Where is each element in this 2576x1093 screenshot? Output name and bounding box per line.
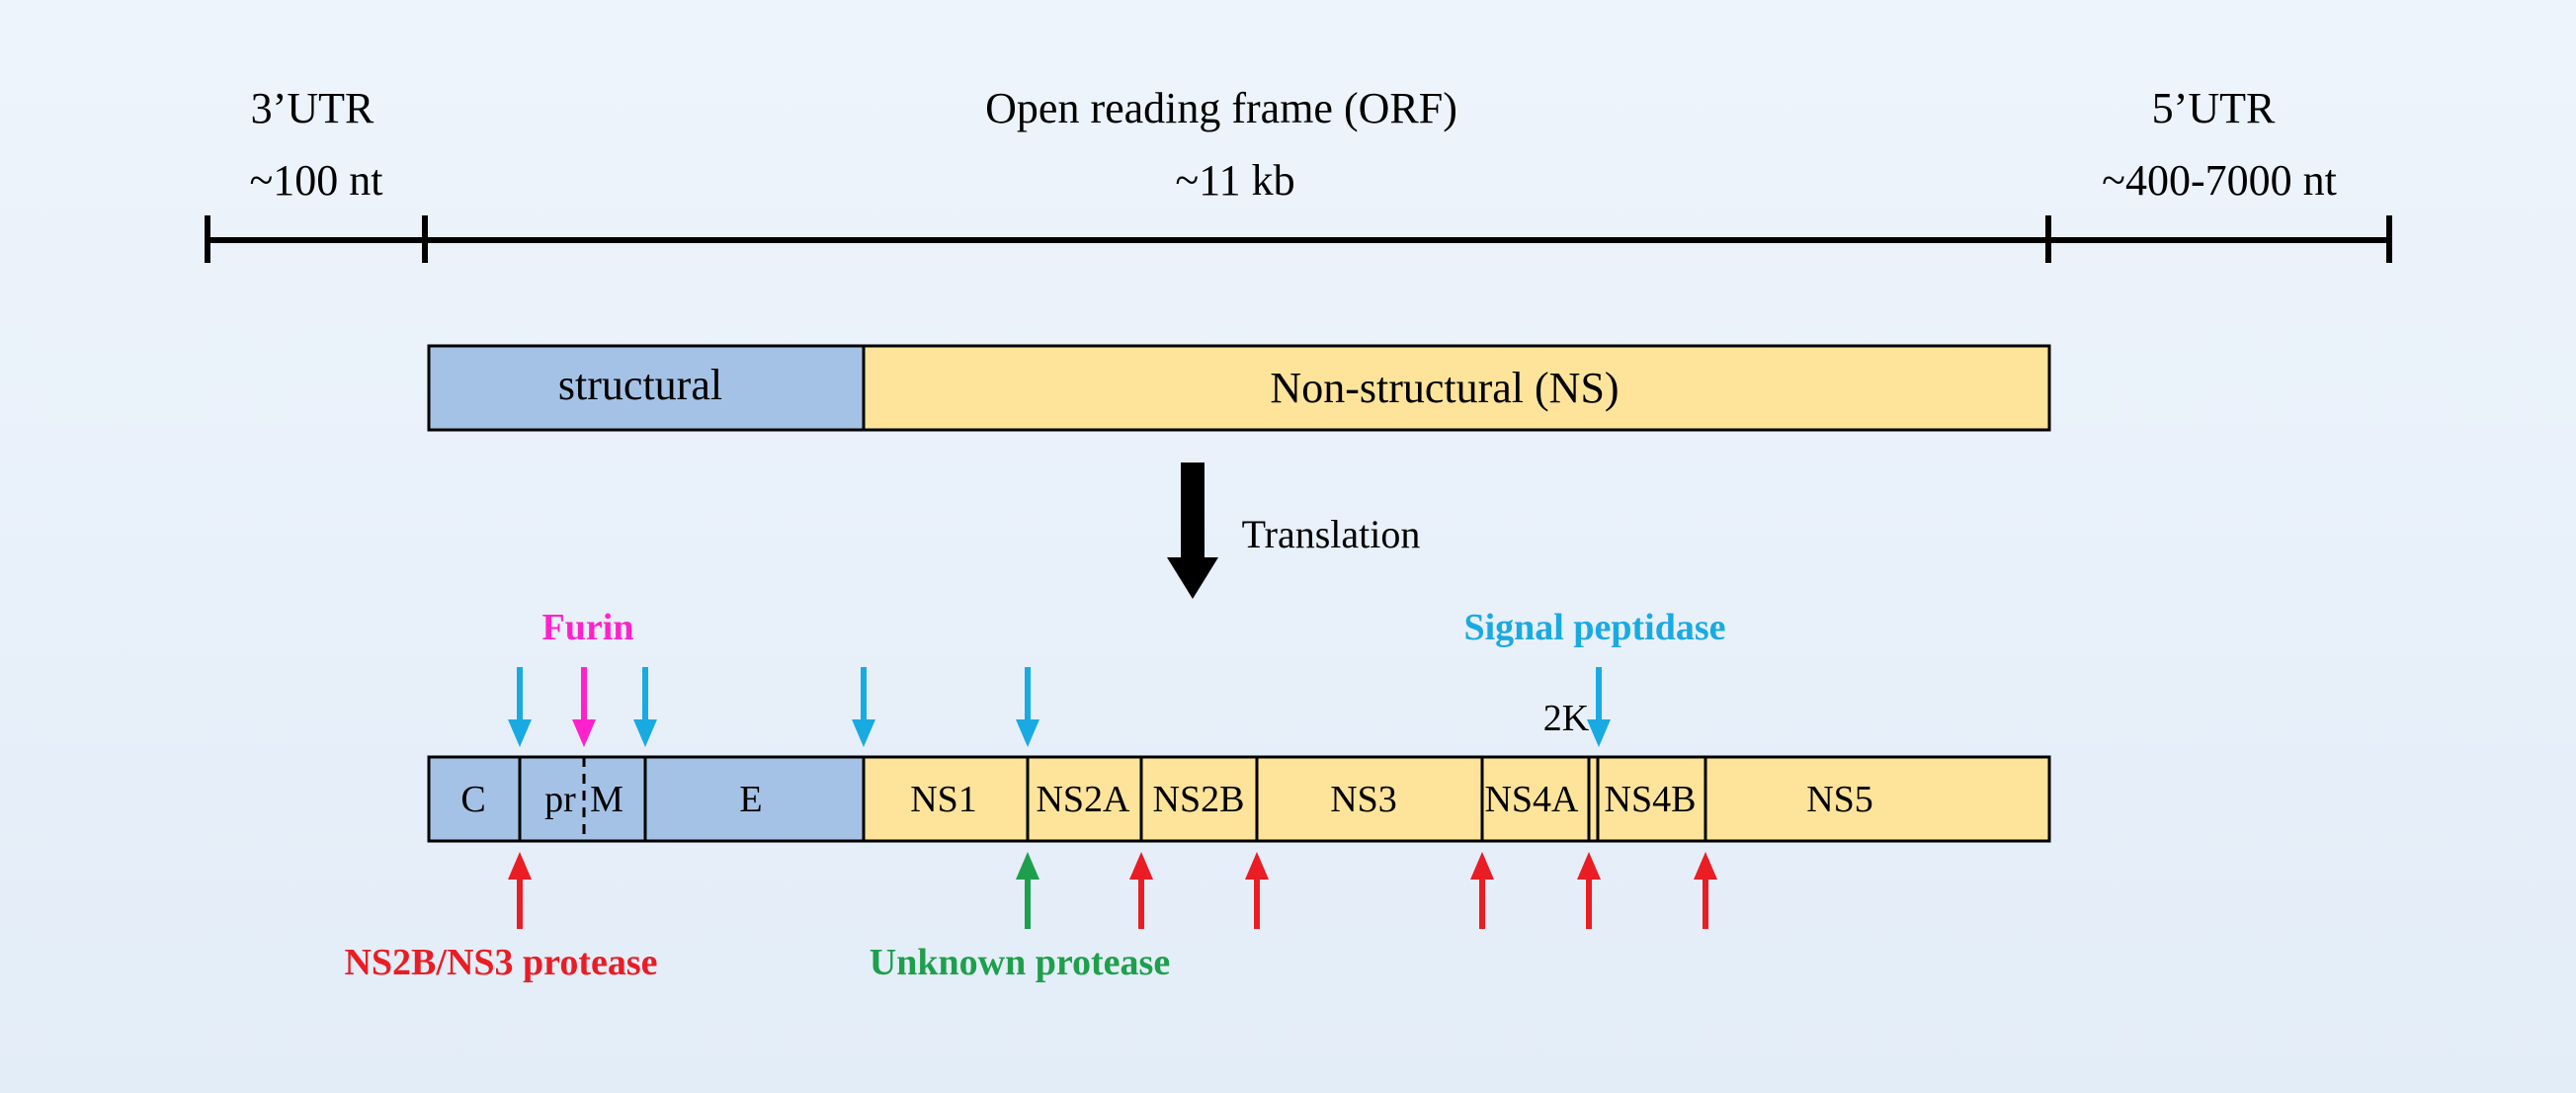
segment-c: [429, 757, 520, 841]
segment-m: [584, 757, 645, 841]
furin-arrow-head: [572, 719, 596, 747]
protein-segments: [427, 755, 2051, 843]
ns2b-ns3-protease-arrow-head: [508, 852, 532, 880]
unknown-protease-label: Unknown protease: [869, 942, 1171, 983]
ns2b-ns3-protease-arrow: [1470, 852, 1494, 929]
furin-arrow: [572, 667, 596, 747]
signal-peptidase-arrow: [1016, 667, 1039, 747]
ns2b-ns3-protease-arrow: [508, 852, 532, 929]
genome-scale: [205, 215, 2392, 263]
segment-label-ns3: NS3: [1330, 779, 1397, 820]
segment-ns4b: [1591, 757, 1705, 841]
segment-label-ns4a: NS4A: [1484, 779, 1579, 820]
utr-right-size: ~400-7000 nt: [2102, 156, 2337, 205]
translation-arrow: [1167, 462, 1218, 599]
segment-ns3: [1257, 757, 1482, 841]
ns2b-ns3-protease-arrow: [1577, 852, 1601, 929]
segments-outline: [427, 755, 2051, 843]
utr-left-size: ~100 nt: [249, 156, 383, 205]
signal-peptidase-arrow: [508, 667, 532, 747]
segment-label-ns4b: NS4B: [1604, 779, 1697, 820]
segment-e: [645, 757, 864, 841]
structural-region: [427, 344, 866, 432]
translation-label: Translation: [1241, 512, 1421, 556]
ns2b-ns3-protease-arrow: [1129, 852, 1153, 929]
segment-label-ns2b: NS2B: [1152, 779, 1245, 820]
signal-peptidase-arrow-head: [633, 719, 657, 747]
peptide-2k-label: 2K: [1542, 698, 1590, 739]
cleavage-arrows: [508, 667, 1717, 929]
segment-ns1: [864, 757, 1028, 841]
ns2b-ns3-protease-arrow: [1245, 852, 1269, 929]
signal-peptidase-arrow-head: [1016, 719, 1039, 747]
structural-label: structural: [557, 361, 723, 409]
ns2b-ns3-protease-arrow-head: [1694, 852, 1717, 880]
segment-label-ns2a: NS2A: [1036, 779, 1130, 820]
segment-label-ns5: NS5: [1806, 779, 1873, 820]
signal-peptidase-arrow-head: [1587, 719, 1611, 747]
furin-label: Furin: [541, 607, 634, 648]
ns2b-ns3-protease-label: NS2B/NS3 protease: [344, 942, 658, 983]
signal-peptidase-arrow: [852, 667, 875, 747]
utr-left-name: 3’UTR: [250, 84, 374, 132]
segment-ns4a: [1482, 757, 1591, 841]
signal-peptidase-arrow: [633, 667, 657, 747]
segment-pr: [520, 757, 584, 841]
signal-peptidase-arrow-head: [852, 719, 875, 747]
segment-ns2b: [1141, 757, 1257, 841]
nonstructural-label: Non-structural (NS): [1270, 364, 1620, 412]
orf-size: ~11 kb: [1175, 156, 1295, 205]
segment-label-c: C: [460, 779, 486, 820]
signal-peptidase-arrow-head: [508, 719, 532, 747]
segment-label-ns1: NS1: [910, 779, 977, 820]
segment-label-pr: pr: [544, 779, 576, 820]
utr-right-name: 5’UTR: [2151, 84, 2276, 132]
ns2b-ns3-protease-arrow: [1694, 852, 1717, 929]
segment-label-m: M: [590, 779, 623, 820]
unknown-protease-arrow-head: [1016, 852, 1039, 880]
ns2b-ns3-protease-arrow-head: [1470, 852, 1494, 880]
segment-label-e: E: [739, 779, 763, 820]
signal-peptidase-arrow: [1587, 667, 1611, 747]
nonstructural-region: [862, 344, 2051, 432]
signal-peptidase-label: Signal peptidase: [1463, 607, 1726, 648]
segment-ns2a: [1028, 757, 1141, 841]
unknown-protease-arrow: [1016, 852, 1039, 929]
orf-name: Open reading frame (ORF): [985, 84, 1457, 132]
ns2b-ns3-protease-arrow-head: [1245, 852, 1269, 880]
translation-arrow-shaft: [1181, 462, 1205, 559]
segment-ns5: [1705, 757, 2049, 841]
translation-arrow-head: [1167, 557, 1218, 599]
ns2b-ns3-protease-arrow-head: [1577, 852, 1601, 880]
ns2b-ns3-protease-arrow-head: [1129, 852, 1153, 880]
polyprotein-block: [427, 344, 2051, 432]
